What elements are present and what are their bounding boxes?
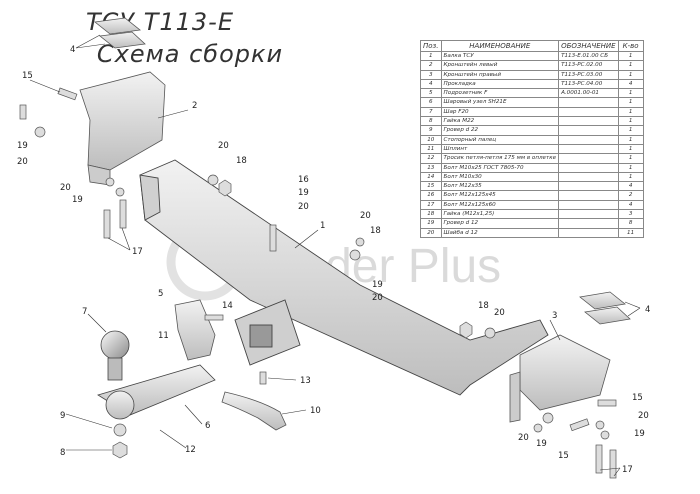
bracket-left — [79, 71, 166, 186]
callout-14: 14 — [222, 301, 233, 311]
row-qty: 1 — [617, 106, 644, 118]
callout-17: 17 — [132, 247, 143, 257]
callout-9: 9 — [60, 411, 65, 421]
callout-16: 16 — [298, 175, 309, 185]
callout-7: 7 — [82, 307, 87, 317]
callout-19c: 19 — [372, 280, 383, 290]
callout-20f: 20 — [638, 411, 649, 421]
callout-15: 15 — [22, 71, 33, 81]
row-qty: 4 — [617, 199, 644, 211]
callout-6: 6 — [205, 421, 210, 431]
callout-18c: 18 — [478, 301, 489, 311]
leader-lines — [29, 34, 641, 477]
callout-20d: 20 — [372, 293, 383, 303]
socket-plate — [174, 299, 216, 361]
callout-15b: 15 — [632, 393, 643, 403]
row-qty: 1 — [617, 125, 644, 136]
row-name: Шаровый узел SH21E — [440, 97, 560, 108]
callout-20e: 20 — [494, 308, 505, 318]
row-qty: 1 — [617, 153, 644, 164]
callout-20h: 20 — [17, 157, 28, 167]
callout-20b: 20 — [298, 202, 309, 212]
row-qty: 1 — [617, 50, 644, 62]
callout-20i: 20 — [60, 183, 71, 193]
bracket-right — [509, 334, 611, 423]
row-qty: 1 — [617, 88, 644, 99]
callout-3: 3 — [552, 311, 557, 321]
callout-4b: 4 — [645, 305, 650, 315]
locking-pin — [221, 391, 287, 431]
callout-12: 12 — [185, 445, 196, 455]
row-name: Болт М10х25 ГОСТ 7805-70 — [440, 162, 560, 173]
callout-19d: 19 — [634, 429, 645, 439]
callout-19: 19 — [17, 141, 28, 151]
callout-8: 8 — [60, 448, 65, 458]
row-qty: 3 — [617, 209, 644, 220]
callout-4: 4 — [70, 45, 75, 55]
tow-beam — [139, 159, 549, 396]
spacer-plates-left — [94, 17, 146, 49]
callout-1: 1 — [320, 221, 325, 231]
row-qty: 1 — [617, 116, 644, 127]
callout-15c: 15 — [558, 451, 569, 461]
callout-5: 5 — [158, 289, 163, 299]
callouts: 1 2 3 4 5 6 7 8 9 10 11 12 13 14 15 16 1… — [17, 45, 650, 475]
row-name: Кронштейн правый — [440, 69, 560, 80]
bolts-left — [19, 87, 127, 239]
row-qty: 1 — [617, 60, 644, 71]
spacer-plates-right — [579, 291, 631, 325]
row-qty: 1 — [617, 97, 644, 108]
callout-20g: 20 — [518, 433, 529, 443]
callout-13: 13 — [300, 376, 311, 386]
row-qty: 1 — [617, 134, 644, 145]
row-qty: 1 — [617, 171, 644, 183]
callout-18: 18 — [236, 156, 247, 166]
row-qty: 1 — [617, 143, 644, 155]
callout-19e: 19 — [536, 439, 547, 449]
callout-10: 10 — [310, 406, 321, 416]
callout-20c: 20 — [360, 211, 371, 221]
row-name: Шайба d 12 — [440, 227, 560, 238]
row-qty: 2 — [617, 190, 644, 201]
row-qty: 8 — [617, 218, 644, 229]
row-qty: 4 — [617, 78, 644, 90]
row-name: Тросик петля-петля 175 мм в оплетке — [440, 153, 560, 164]
callout-2: 2 — [192, 101, 197, 111]
callout-20: 20 — [218, 141, 229, 151]
row-qty: 1 — [617, 162, 644, 173]
row-qty: 1 — [617, 69, 644, 80]
row-qty: 11 — [617, 227, 644, 238]
callout-19b: 19 — [298, 188, 309, 198]
tow-ball-assembly — [97, 330, 216, 420]
callout-17b: 17 — [622, 465, 633, 475]
callout-18b: 18 — [370, 226, 381, 236]
callout-19f: 19 — [72, 195, 83, 205]
fasteners-misc — [112, 174, 617, 479]
callout-11: 11 — [158, 331, 169, 341]
row-qty: 4 — [617, 181, 644, 192]
